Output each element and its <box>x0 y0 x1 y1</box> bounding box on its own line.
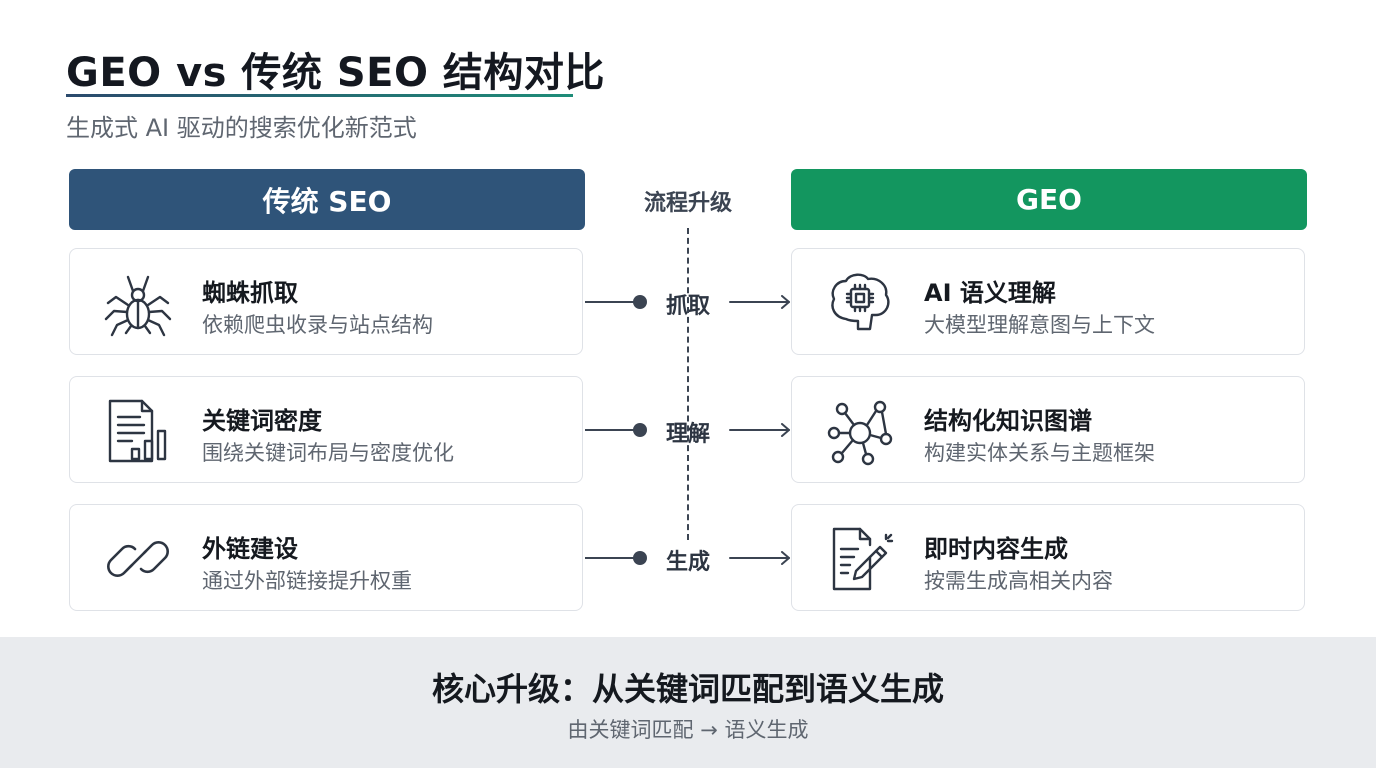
step-label-crawl: 抓取 <box>665 294 710 319</box>
step-connector-line <box>585 557 635 559</box>
step-dot <box>633 423 647 437</box>
step-connector-line <box>585 429 635 431</box>
geo-column-header-label: GEO <box>1016 183 1082 216</box>
geo-card-title: 结构化知识图谱 <box>924 407 1092 435</box>
core-upgrade-subtitle: 由关键词匹配 → 语义生成 <box>567 718 809 742</box>
geo-column-header: GEO <box>791 169 1307 230</box>
geo-card-instant-generation: 即时内容生成 按需生成高相关内容 <box>791 504 1305 611</box>
page-subtitle: 生成式 AI 驱动的搜索优化新范式 <box>66 114 417 142</box>
seo-column-header: 传统 SEO <box>69 169 585 230</box>
geo-card-desc: 大模型理解意图与上下文 <box>924 313 1155 337</box>
step-label-understand: 理解 <box>665 422 710 447</box>
seo-card-desc: 通过外部链接提升权重 <box>202 569 412 593</box>
seo-card-title: 关键词密度 <box>202 407 322 435</box>
step-label-generate: 生成 <box>665 550 710 575</box>
process-upgrade-label: 流程升级 <box>643 191 732 216</box>
seo-card-crawl: 蜘蛛抓取 依赖爬虫收录与站点结构 <box>69 248 583 355</box>
arrow-right-icon <box>729 423 791 437</box>
seo-card-desc: 围绕关键词布局与密度优化 <box>202 441 454 465</box>
geo-card-title: AI 语义理解 <box>924 279 1056 307</box>
process-dashed-line <box>687 228 689 540</box>
seo-card-title: 蜘蛛抓取 <box>202 279 298 307</box>
step-dot <box>633 551 647 565</box>
geo-card-title: 即时内容生成 <box>924 535 1068 563</box>
core-upgrade-band <box>0 637 1376 768</box>
seo-card-title: 外链建设 <box>202 535 298 563</box>
seo-card-keyword-density: 关键词密度 围绕关键词布局与密度优化 <box>69 376 583 483</box>
spider-icon <box>102 267 174 339</box>
brain-chip-icon <box>824 267 896 339</box>
keyword-document-icon <box>102 395 174 467</box>
seo-column-header-label: 传统 SEO <box>262 184 392 218</box>
core-upgrade-title: 核心升级：从关键词匹配到语义生成 <box>431 670 944 708</box>
page-title: GEO vs 传统 SEO 结构对比 <box>66 50 605 96</box>
knowledge-graph-icon <box>824 395 896 467</box>
geo-card-desc: 构建实体关系与主题框架 <box>924 441 1155 465</box>
seo-card-desc: 依赖爬虫收录与站点结构 <box>202 313 433 337</box>
step-dot <box>633 295 647 309</box>
arrow-right-icon <box>729 551 791 565</box>
title-underline <box>66 94 573 97</box>
geo-card-knowledge-graph: 结构化知识图谱 构建实体关系与主题框架 <box>791 376 1305 483</box>
geo-card-semantic-understanding: AI 语义理解 大模型理解意图与上下文 <box>791 248 1305 355</box>
step-connector-line <box>585 301 635 303</box>
chain-link-icon <box>102 523 174 595</box>
seo-card-backlinks: 外链建设 通过外部链接提升权重 <box>69 504 583 611</box>
geo-card-desc: 按需生成高相关内容 <box>924 569 1113 593</box>
document-pen-icon <box>824 523 896 595</box>
arrow-right-icon <box>729 295 791 309</box>
